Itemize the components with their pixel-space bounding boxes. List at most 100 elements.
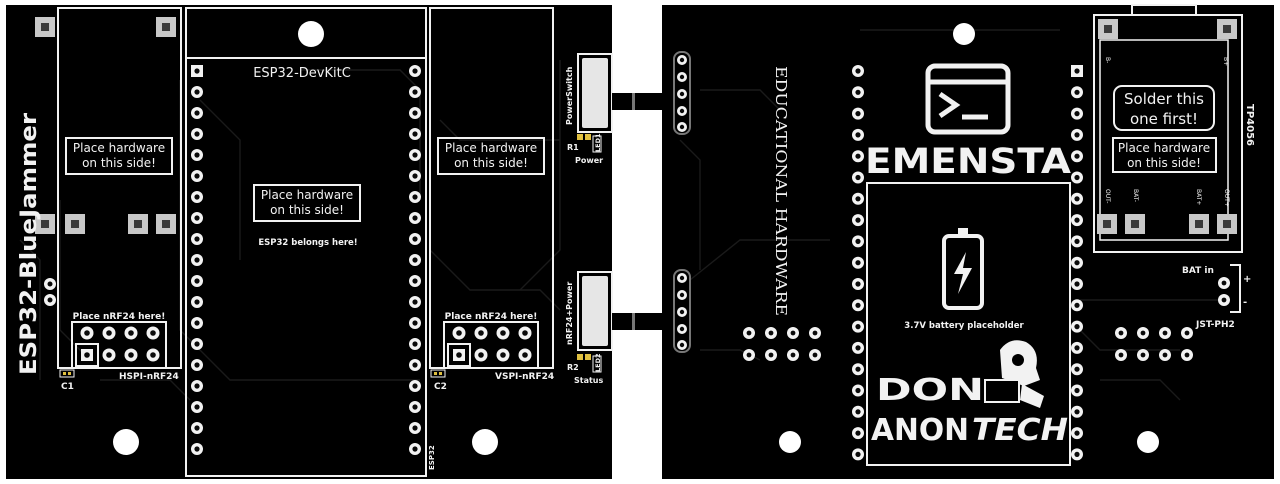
jst-minus: - <box>1243 297 1247 308</box>
vspi-pin1-marker <box>447 343 471 367</box>
pin-hole <box>412 320 418 326</box>
pin-hole <box>194 215 200 221</box>
left-corner-pads <box>35 17 176 306</box>
pin-hole <box>1074 302 1080 308</box>
pin-hole <box>412 89 418 95</box>
solder-first-line1: Solder this <box>1124 90 1204 108</box>
mount-hole <box>953 23 975 45</box>
battery-placeholder-outline <box>866 182 1071 466</box>
logo-tech: TECH <box>972 413 1068 448</box>
battery-placeholder-label: 3.7V battery placeholder <box>904 321 1024 331</box>
hspi-place-box <box>65 137 173 175</box>
tp4056-label: TP4056 <box>1244 104 1255 146</box>
pin-hole <box>412 299 418 305</box>
pin-hole <box>855 132 861 138</box>
pin-hole <box>194 383 200 389</box>
pin-hole <box>194 110 200 116</box>
pin-hole <box>412 110 418 116</box>
pin-hole <box>412 278 418 284</box>
pin-hole <box>412 383 418 389</box>
pin-hole <box>855 345 861 351</box>
pin-hole <box>412 362 418 368</box>
pin-hole <box>412 173 418 179</box>
mount-hole <box>472 429 498 455</box>
devkit-place-box <box>253 184 361 222</box>
power-switch[interactable] <box>582 58 608 128</box>
pin-hole <box>194 299 200 305</box>
pad-out-plus: OUT+ <box>1223 189 1230 207</box>
vspi-label: VSPI-nRF24 <box>495 372 554 382</box>
hspi-header-outline <box>71 321 167 369</box>
pin-hole <box>1074 217 1080 223</box>
right-header-bottom-pins <box>673 269 691 353</box>
hspi-header-pins <box>80 326 160 362</box>
board-title: ESP32-BlueJammer <box>17 113 42 375</box>
c2-footprint <box>430 369 446 378</box>
bridge-top <box>612 93 662 110</box>
left-pad-cluster <box>743 327 821 361</box>
pin-hole <box>1074 238 1080 244</box>
pin-hole <box>1074 451 1080 457</box>
pad-b-minus: B- <box>1104 57 1111 63</box>
pin-hole <box>412 194 418 200</box>
led1-label: LED1 <box>594 133 602 152</box>
pin-hole <box>194 257 200 263</box>
hspi-label: HSPI-nRF24 <box>119 372 179 382</box>
pin-hole <box>855 89 861 95</box>
pin-hole <box>1074 260 1080 266</box>
devkit-label: ESP32-DevKitC <box>253 66 351 81</box>
pad-b-plus: B+ <box>1222 57 1229 66</box>
pad-bat-minus: BAT- <box>1132 189 1139 202</box>
hspi-nrf24-hint: Place nRF24 here! <box>73 312 166 322</box>
pin-hole <box>855 196 861 202</box>
pin-hole <box>1074 153 1080 159</box>
brand-name: EMENSTA <box>865 142 1071 182</box>
pin-hole <box>194 89 200 95</box>
pin-hole <box>194 425 200 431</box>
pin-hole <box>194 341 200 347</box>
pin-hole <box>412 404 418 410</box>
nrf24-power-label: nRF24+Power <box>565 282 574 345</box>
status-label: Status <box>574 376 604 385</box>
left-board <box>6 5 612 479</box>
pin-hole <box>194 68 200 74</box>
mount-hole <box>1137 431 1159 453</box>
vspi-place-line2: on this side! <box>454 156 528 170</box>
pin-hole <box>194 236 200 242</box>
pin-hole <box>194 404 200 410</box>
led2-label: LED2 <box>594 353 602 372</box>
pin-hole <box>855 366 861 372</box>
mount-hole <box>298 21 324 47</box>
pin-hole <box>855 409 861 415</box>
devkit-pin-header <box>191 65 421 455</box>
jst-plus: + <box>1243 274 1251 285</box>
vspi-header-outline <box>443 321 539 369</box>
pin-hole <box>194 362 200 368</box>
pin-hole <box>412 236 418 242</box>
tp4056-place-box <box>1112 137 1217 173</box>
pad-bat-plus: BAT+ <box>1195 189 1202 205</box>
pin-hole <box>412 425 418 431</box>
educational-hardware-label: EDUCATIONAL HARDWARE <box>772 66 790 316</box>
pin-hole <box>1074 366 1080 372</box>
pin-hole <box>1074 345 1080 351</box>
logo-anon: ANON <box>871 413 969 448</box>
pin-hole <box>194 320 200 326</box>
main-board-pin-columns <box>852 65 1083 461</box>
tp4056-place-line1: Place hardware <box>1118 141 1210 155</box>
pin-hole <box>412 215 418 221</box>
logo-don: DON <box>876 373 984 408</box>
pin-hole <box>412 131 418 137</box>
power-switch-label: PowerSwitch <box>565 66 574 125</box>
hacker-mascot-icon <box>984 340 1044 408</box>
pin-hole <box>1074 324 1080 330</box>
c1-label: C1 <box>61 382 74 392</box>
hspi-place-line1: Place hardware <box>73 141 165 155</box>
nrf24-power-switch[interactable] <box>582 276 608 346</box>
pin-hole <box>412 68 418 74</box>
pin-hole <box>855 111 861 117</box>
pin-hole <box>1074 132 1080 138</box>
right-pad-cluster <box>1115 327 1193 361</box>
jst-outline <box>1230 264 1241 313</box>
